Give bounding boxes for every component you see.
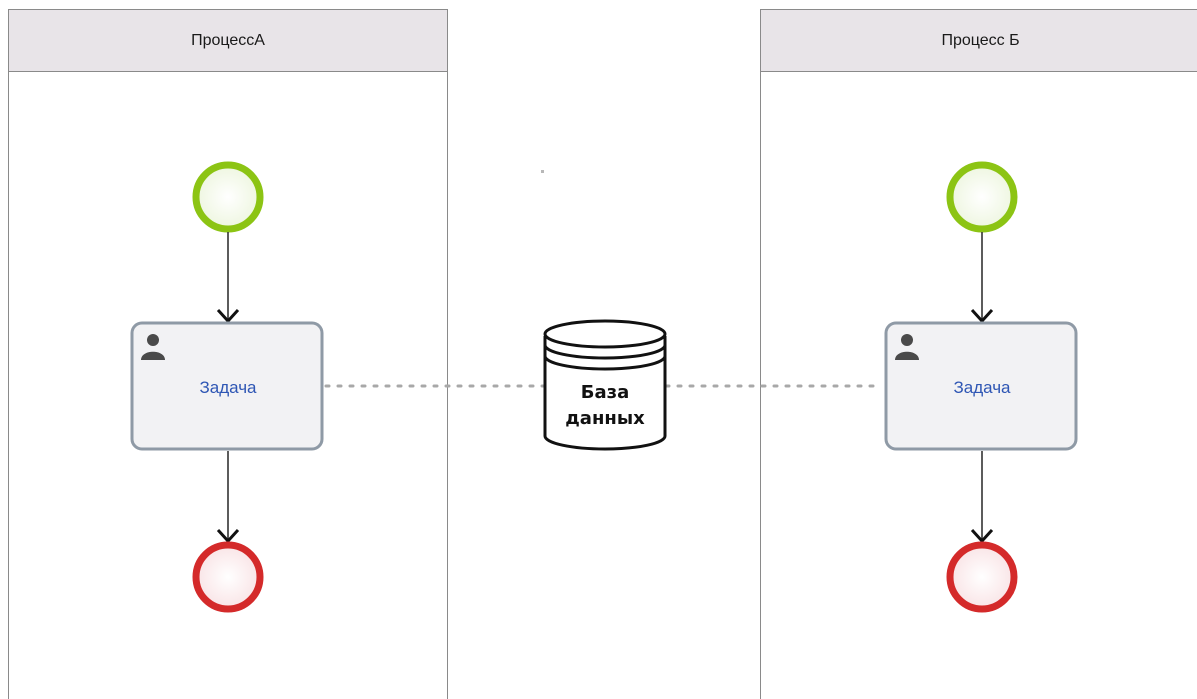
sequence-flow-a-2[interactable] [216, 451, 240, 544]
pool-process-b[interactable]: Процесс Б [760, 9, 1197, 699]
pool-title-process-b: Процесс Б [941, 31, 1020, 49]
pool-title-process-a: ПроцессА [191, 31, 265, 49]
end-event-a[interactable] [192, 541, 264, 613]
pool-header-process-b[interactable]: Процесс Б [761, 10, 1197, 72]
sequence-flow-b-1[interactable] [970, 232, 994, 324]
end-event-b[interactable] [946, 541, 1018, 613]
task-b[interactable]: Задача [884, 321, 1078, 451]
data-store[interactable]: База данных [543, 319, 667, 451]
data-store-label-line2: данных [565, 408, 645, 429]
pool-process-a[interactable]: ПроцессА [8, 9, 448, 699]
user-icon [895, 334, 919, 360]
sequence-flow-a-1[interactable] [216, 232, 240, 324]
start-event-a[interactable] [192, 161, 264, 233]
pool-header-process-a[interactable]: ПроцессА [9, 10, 447, 72]
start-event-b[interactable] [946, 161, 1018, 233]
task-b-label: Задача [953, 378, 1011, 397]
task-a[interactable]: Задача [130, 321, 324, 451]
task-a-label: Задача [199, 378, 257, 397]
stray-dot [541, 170, 544, 173]
sequence-flow-b-2[interactable] [970, 451, 994, 544]
data-store-label-line1: База [581, 382, 629, 403]
user-icon [141, 334, 165, 360]
